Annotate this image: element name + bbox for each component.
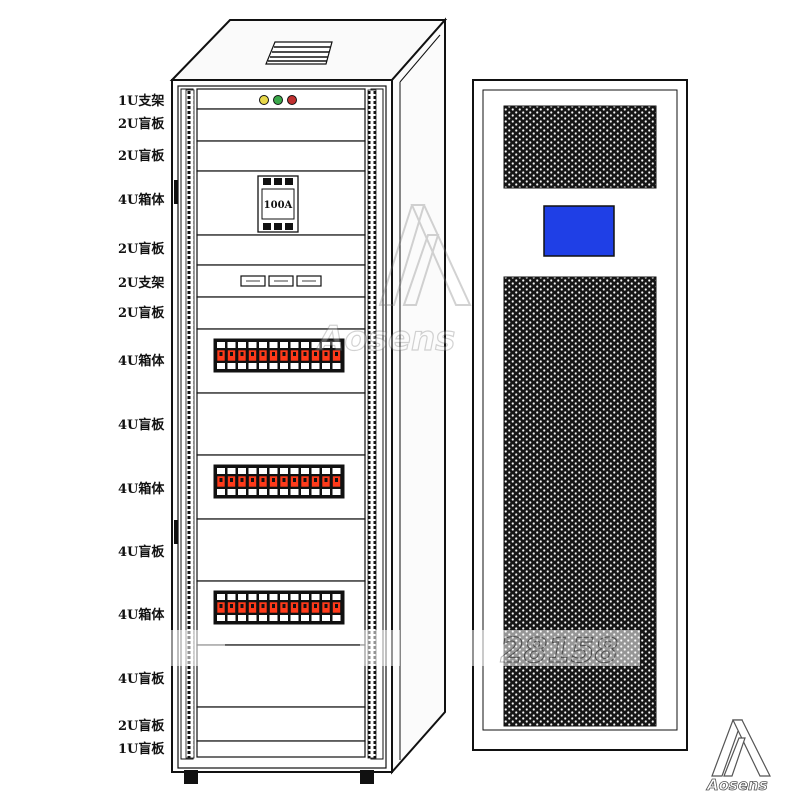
rack-module-6: [196, 264, 366, 298]
rack-module-12: [196, 580, 366, 646]
unit-labels: 1U支架 2U盲板 2U盲板 4U箱体 2U盲板 2U支架 2U盲板 4U箱体 4U盲板 4U箱体…: [118, 93, 165, 757]
rack-module-8: [196, 328, 366, 394]
indicator-light-green: [273, 95, 283, 105]
rack-module-15: [196, 740, 366, 758]
overlay-watermark-band: 28158: [170, 630, 640, 672]
unit-label: 2U盲板: [118, 718, 165, 734]
rack-module-2: [196, 108, 366, 142]
unit-label: 4U盲板: [118, 671, 165, 687]
main-breaker-100a: 100A: [257, 175, 299, 233]
watermark-center: Aosens: [314, 204, 472, 360]
mcb-breaker-row: [213, 590, 345, 625]
unit-label: 4U盲板: [118, 417, 165, 433]
overlay-number-text: 28158: [500, 631, 618, 671]
rack-module-10: [196, 454, 366, 520]
open-rack-cabinet: 100A: [169, 17, 448, 784]
rack-module-4: 100A: [196, 170, 366, 236]
rack-module-3: [196, 140, 366, 172]
ac-lcd-screen: [543, 205, 615, 257]
unit-label: 2U盲板: [118, 305, 165, 321]
left-mounting-rail: [185, 89, 195, 759]
watermark-text: Aosens: [315, 319, 455, 359]
right-foot: [360, 770, 374, 784]
rack-module-5: [196, 234, 366, 266]
watermark-corner-text: Aosens: [706, 776, 768, 794]
switch-bracket: [240, 275, 322, 287]
unit-label: 1U支架: [118, 93, 164, 109]
watermark-corner: Aosens: [706, 719, 771, 794]
ac-upper-grille: [503, 105, 657, 189]
unit-label: 4U箱体: [118, 607, 165, 623]
rack-module-7: [196, 296, 366, 330]
top-vent: [265, 41, 333, 65]
indicator-light-yellow: [259, 95, 269, 105]
unit-label: 2U盲板: [118, 148, 165, 164]
unit-label: 2U盲板: [118, 241, 165, 257]
rack-module-11: [196, 518, 366, 582]
rack-module-9: [196, 392, 366, 456]
unit-label: 4U箱体: [118, 192, 165, 208]
unit-label: 2U支架: [118, 275, 164, 291]
unit-label: 4U盲板: [118, 544, 165, 560]
right-mounting-rail: [367, 89, 377, 759]
rack-module-1: [196, 88, 366, 110]
unit-label: 2U盲板: [118, 116, 165, 132]
rack-module-14: [196, 706, 366, 742]
indicator-light-red: [287, 95, 297, 105]
left-foot: [184, 770, 198, 784]
unit-label: 4U箱体: [118, 481, 165, 497]
breaker-rating-label: 100A: [264, 200, 293, 211]
mcb-breaker-row: [213, 338, 345, 373]
unit-label: 1U盲板: [118, 741, 165, 757]
mcb-breaker-row: [213, 464, 345, 499]
unit-label: 4U箱体: [118, 353, 165, 369]
